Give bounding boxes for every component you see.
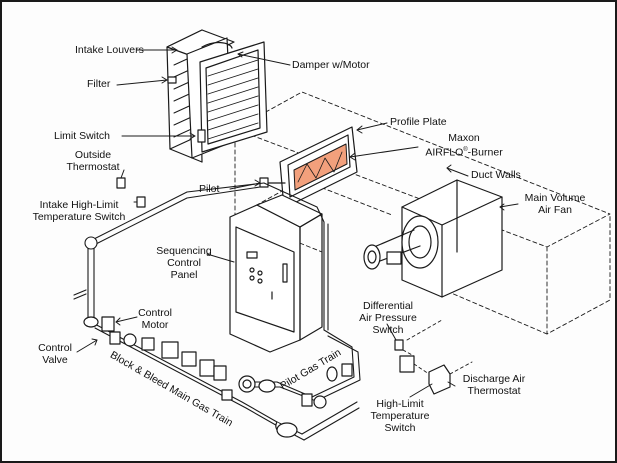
label-main-volume-fan: Main Volume Air Fan [520, 192, 590, 216]
label-discharge-thermostat: Discharge Air Thermostat [454, 373, 534, 397]
label-damper: Damper w/Motor [292, 59, 370, 71]
label-control-valve: Control Valve [32, 342, 78, 366]
gas-train-components [83, 316, 353, 438]
damper [197, 41, 268, 153]
sensor-wiring [402, 319, 473, 375]
label-pilot: Pilot [199, 183, 220, 195]
label-discharge-line2: Thermostat [467, 385, 521, 397]
label-hl-temp-line1: High-Limit [376, 398, 424, 410]
label-diff-line1: Differential [363, 300, 413, 312]
label-burner-line2: AIRFLO®-Burner [425, 146, 503, 159]
label-control-valve-line1: Control [38, 342, 72, 354]
label-duct-walls: Duct Walls [471, 169, 521, 181]
label-discharge-line1: Discharge Air [462, 373, 526, 385]
label-seq-line3: Panel [170, 269, 198, 281]
main-volume-air-fan [363, 179, 503, 298]
label-seq-line2: Control [167, 257, 201, 269]
leader-lines [76, 46, 519, 398]
label-differential-switch: Differential Air Pressure Switch [352, 300, 424, 336]
label-maxon-burner: Maxon AIRFLO®-Burner [420, 132, 508, 159]
intake-high-limit-switch [136, 196, 146, 208]
label-burner-brand: AIRFLO [425, 146, 464, 159]
label-high-limit-temp-switch: High-Limit Temperature Switch [364, 398, 436, 434]
label-seq-line1: Sequencing [156, 245, 212, 257]
label-control-motor: Control Motor [132, 307, 178, 331]
label-outside-line2: Thermostat [66, 161, 120, 173]
burner-flame [293, 143, 348, 191]
sequencing-control-panel [229, 194, 323, 353]
label-sequencing-panel: Sequencing Control Panel [154, 245, 214, 281]
label-diff-line2: Air Pressure [359, 312, 417, 324]
label-intake-high-limit: Intake High-Limit Temperature Switch [24, 199, 134, 223]
label-intake-hl-line1: Intake High-Limit [39, 199, 119, 211]
label-hl-temp-line2: Temperature [370, 410, 430, 422]
label-intake-louvers: Intake Louvers [75, 44, 144, 56]
label-main-fan-line2: Air Fan [538, 204, 572, 216]
label-limit-switch: Limit Switch [54, 130, 111, 142]
label-diff-line3: Switch [372, 324, 404, 336]
duct-sensors [394, 339, 451, 395]
label-control-motor-line1: Control [138, 307, 172, 319]
label-burner-suffix: Burner [471, 146, 503, 159]
label-main-fan-line1: Main Volume [524, 192, 586, 204]
label-profile-plate: Profile Plate [390, 116, 447, 128]
label-filter: Filter [87, 78, 111, 90]
label-intake-hl-line2: Temperature Switch [32, 211, 126, 223]
label-control-valve-line2: Valve [42, 354, 68, 366]
outside-thermostat [116, 177, 126, 189]
label-outside-line1: Outside [74, 149, 112, 161]
label-outside-thermostat: Outside Thermostat [60, 149, 126, 173]
label-burner-line1: Maxon [448, 132, 480, 144]
label-control-motor-line2: Motor [141, 319, 169, 331]
label-hl-temp-line3: Switch [384, 422, 416, 434]
